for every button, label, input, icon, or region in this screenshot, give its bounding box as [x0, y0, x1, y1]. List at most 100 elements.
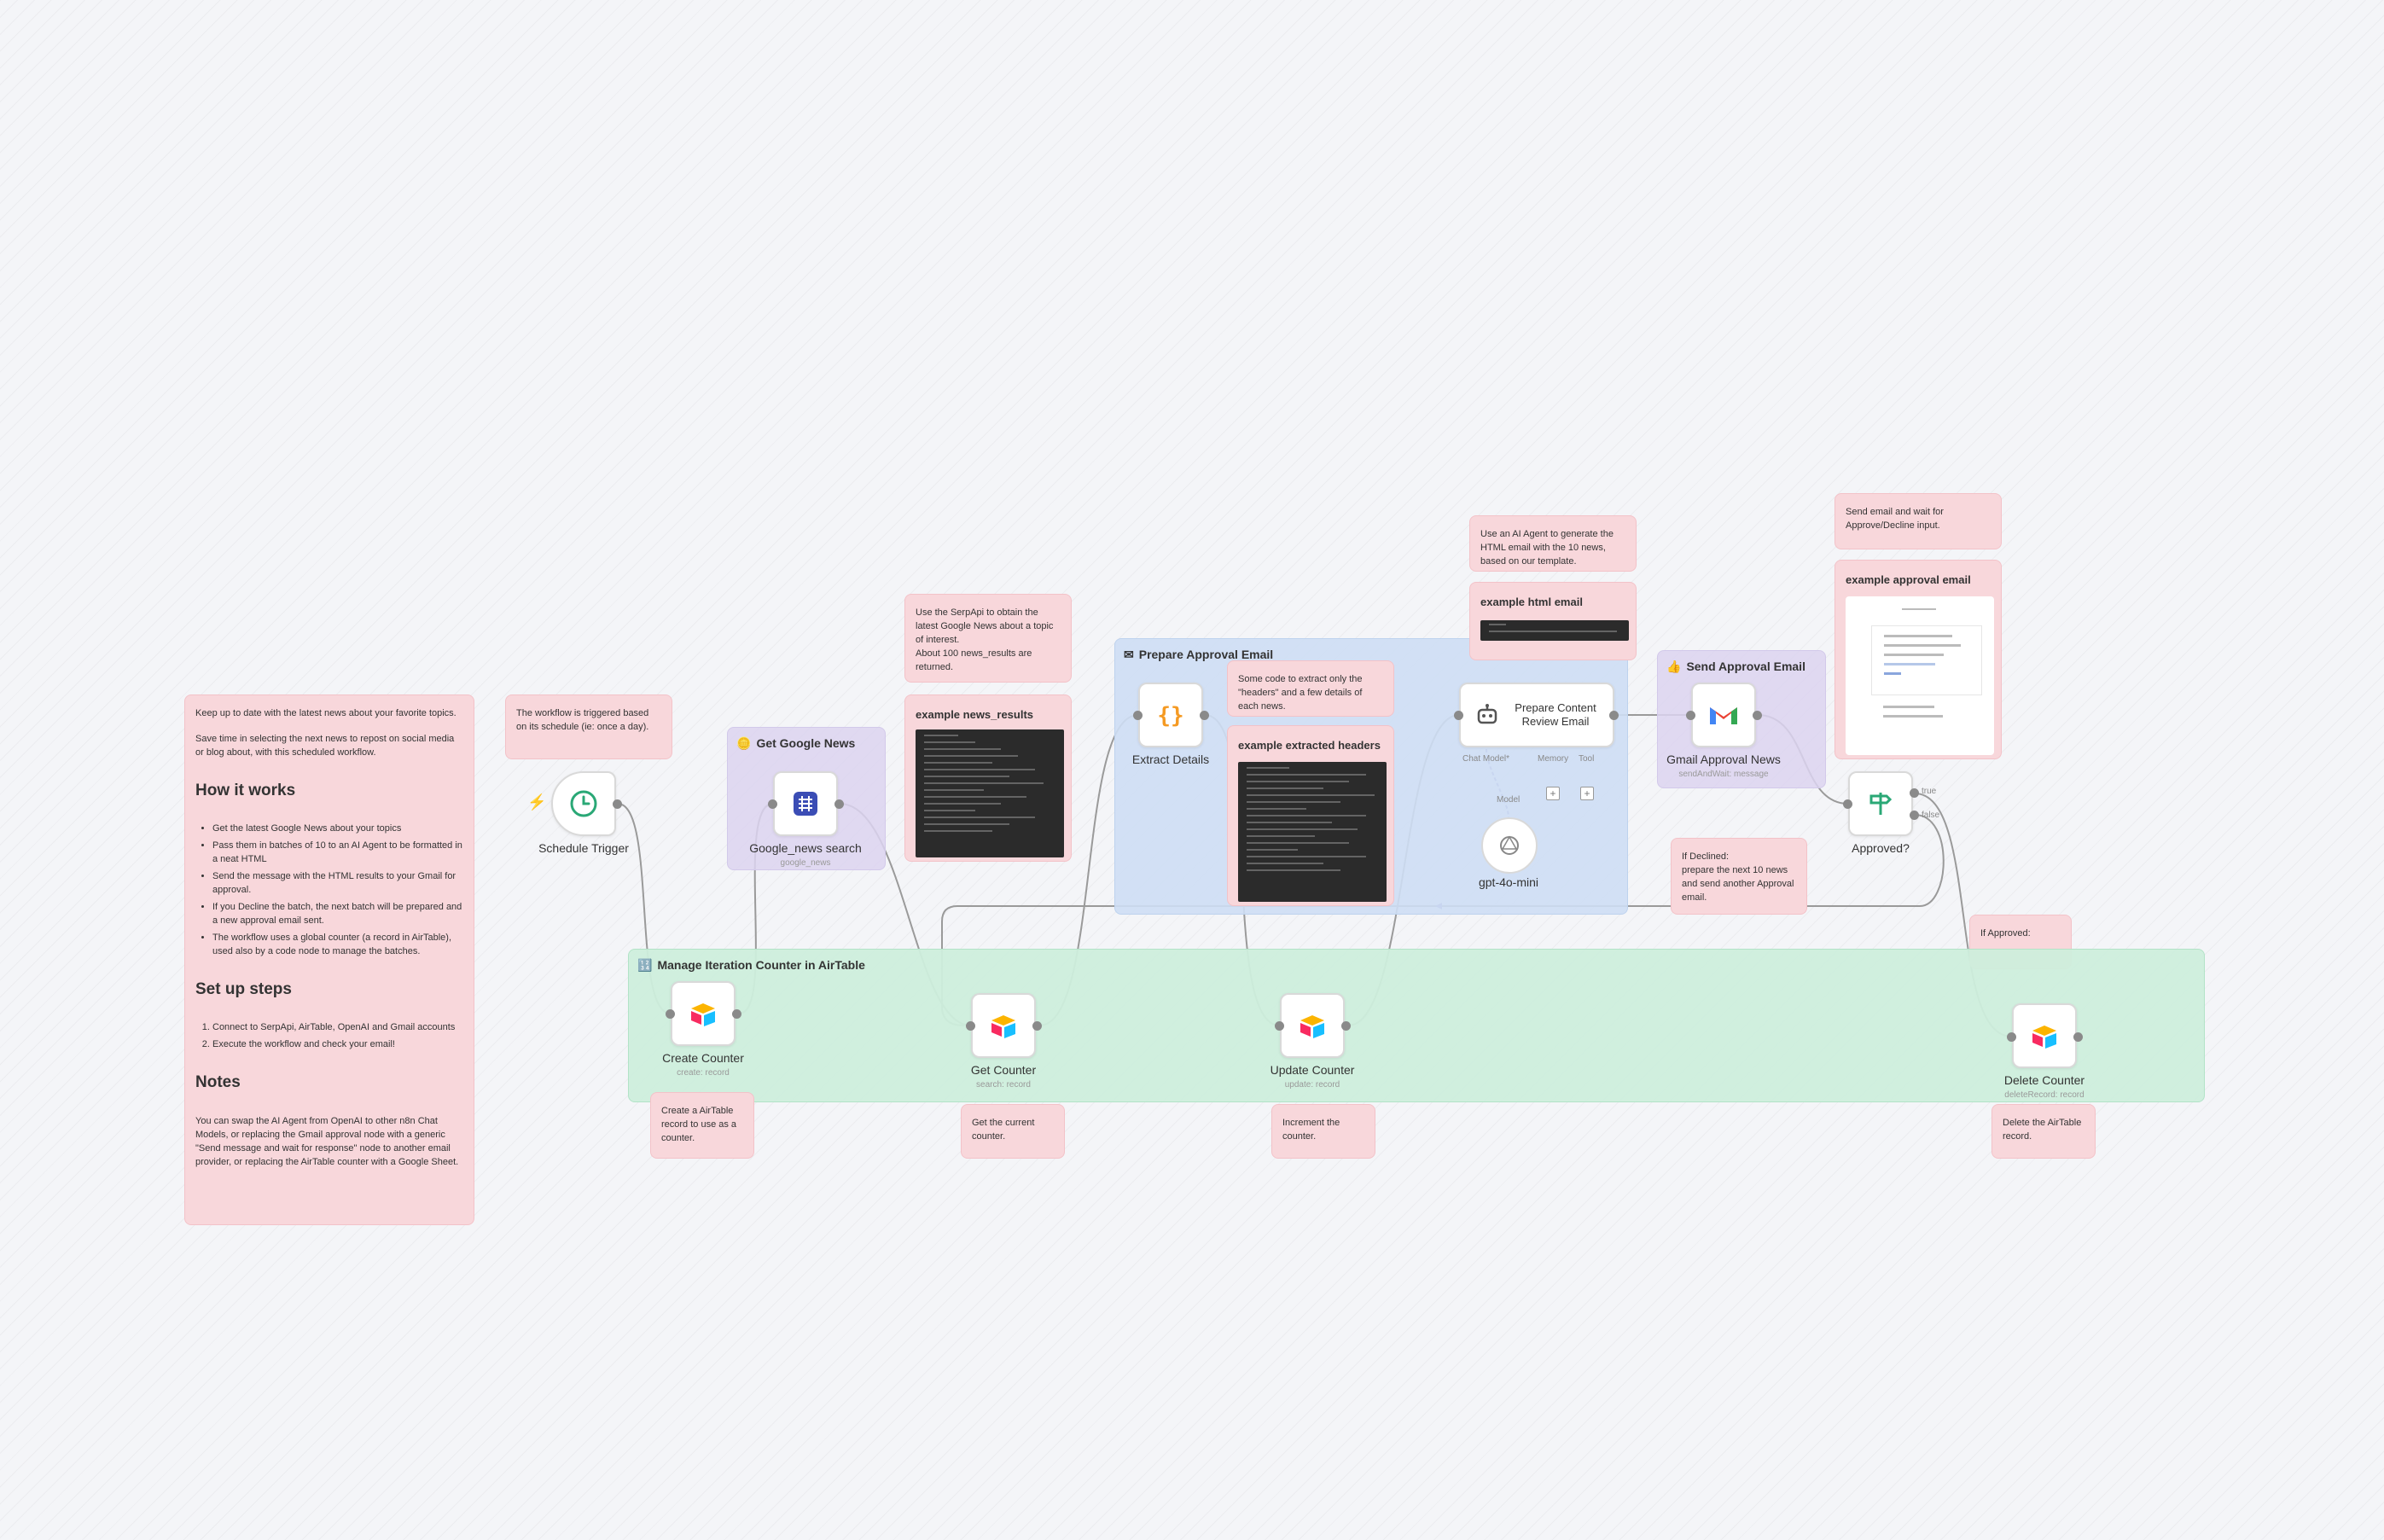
notes-text: You can swap the AI Agent from OpenAI to… [195, 1115, 459, 1167]
node-delete-counter[interactable] [2012, 1003, 2077, 1068]
node-prepare-content-review-email[interactable]: Prepare Content Review Email [1459, 683, 1614, 747]
input-port[interactable] [1275, 1021, 1284, 1031]
output-port[interactable] [1341, 1021, 1351, 1031]
openai-icon [1500, 835, 1519, 855]
sticky-declined-note[interactable]: If Declined: prepare the next 10 news an… [1671, 838, 1807, 915]
node-sub-update: update: record [1284, 1080, 1340, 1090]
thumbs-up-icon: 👍 [1666, 660, 1682, 673]
input-port[interactable] [1454, 711, 1463, 720]
sticky-intro[interactable]: Keep up to date with the latest news abo… [184, 694, 474, 1225]
news-results-title: example news_results [916, 708, 1034, 721]
output-port[interactable] [1200, 711, 1209, 720]
output-port[interactable] [1753, 711, 1762, 720]
sticky-trigger-note[interactable]: The workflow is triggered based on its s… [505, 694, 672, 759]
intro-para-2: Save time in selecting the next news to … [195, 733, 455, 758]
node-label-extract: Extract Details [1131, 753, 1210, 766]
sticky-html-email[interactable]: example html email [1469, 582, 1637, 660]
group-manage-iteration-counter[interactable]: 🔢Manage Iteration Counter in AirTable [628, 949, 2205, 1102]
list-item: Send the message with the HTML results t… [212, 870, 463, 898]
input-port[interactable] [768, 799, 777, 809]
sticky-extracted-headers[interactable]: example extracted headers [1227, 725, 1394, 906]
input-port[interactable] [966, 1021, 975, 1031]
curly-braces-icon: {} [1157, 703, 1183, 729]
output-port[interactable] [1032, 1021, 1042, 1031]
model-link-label: Model [1497, 795, 1521, 805]
list-item: If you Decline the batch, the next batch… [212, 901, 463, 928]
agent-chat-model-label: Chat Model* [1462, 754, 1510, 764]
coin-icon: 🪙 [736, 736, 752, 750]
approved-note-text: If Approved: [1980, 928, 2031, 939]
sticky-get-note[interactable]: Get the current counter. [961, 1104, 1065, 1159]
group-title-prepare: Prepare Approval Email [1138, 648, 1274, 661]
news-results-screenshot [916, 729, 1064, 857]
node-label-approved: Approved? [1852, 841, 1910, 855]
output-port[interactable] [613, 799, 622, 809]
agent-note-text: Use an AI Agent to generate the HTML ema… [1480, 529, 1614, 567]
list-item: Get the latest Google News about your to… [212, 822, 463, 836]
node-update-counter[interactable] [1280, 993, 1345, 1058]
input-port[interactable] [1133, 711, 1143, 720]
sticky-delete-note[interactable]: Delete the AirTable record. [1992, 1104, 2096, 1159]
node-label-gpt: gpt-4o-mini [1478, 875, 1539, 889]
node-sub-create: create: record [677, 1068, 730, 1078]
node-label-create: Create Counter [662, 1051, 744, 1065]
envelope-icon: ✉ [1124, 648, 1134, 661]
create-note-text: Create a AirTable record to use as a cou… [661, 1106, 737, 1143]
output-port[interactable] [1609, 711, 1619, 720]
sticky-news-results[interactable]: example news_results [904, 694, 1072, 862]
robot-icon [1477, 704, 1497, 724]
sticky-approval-email[interactable]: example approval email [1835, 560, 2002, 759]
add-memory-button[interactable]: + [1546, 787, 1560, 800]
extracted-headers-title: example extracted headers [1238, 739, 1381, 752]
output-port[interactable] [834, 799, 844, 809]
node-label-get: Get Counter [970, 1063, 1037, 1077]
setup-steps-list: Connect to SerpApi, AirTable, OpenAI and… [195, 1021, 463, 1052]
input-port[interactable] [666, 1009, 675, 1019]
sticky-agent-note[interactable]: Use an AI Agent to generate the HTML ema… [1469, 515, 1637, 572]
airtable-icon [991, 1015, 1015, 1038]
how-it-works-list: Get the latest Google News about your to… [195, 822, 463, 958]
approval-email-title: example approval email [1846, 573, 1971, 586]
node-approved[interactable] [1848, 771, 1913, 836]
node-google-news-search[interactable] [773, 771, 838, 836]
node-get-counter[interactable] [971, 993, 1036, 1058]
sticky-create-note[interactable]: Create a AirTable record to use as a cou… [650, 1092, 754, 1159]
node-sub-get: search: record [976, 1080, 1031, 1090]
node-label-schedule: Schedule Trigger [538, 841, 629, 855]
airtable-icon [691, 1003, 715, 1026]
sticky-update-note[interactable]: Increment the counter. [1271, 1104, 1375, 1159]
sticky-serp-note[interactable]: Use the SerpApi to obtain the latest Goo… [904, 594, 1072, 683]
html-email-title: example html email [1480, 596, 1583, 608]
node-gpt-4o-mini[interactable] [1481, 817, 1538, 874]
input-port[interactable] [1843, 799, 1852, 809]
node-create-counter[interactable] [671, 981, 736, 1046]
node-sub-gmail: sendAndWait: message [1678, 770, 1769, 779]
add-tool-button[interactable]: + [1580, 787, 1594, 800]
approval-email-screenshot [1846, 596, 1994, 755]
intro-para-1: Keep up to date with the latest news abo… [195, 708, 456, 718]
signpost-icon [1869, 793, 1893, 815]
how-it-works-heading: How it works [195, 781, 296, 799]
get-note-text: Get the current counter. [972, 1118, 1035, 1142]
node-label-gmail: Gmail Approval News [1666, 753, 1781, 766]
airtable-icon [1300, 1015, 1324, 1038]
output-port[interactable] [2073, 1032, 2083, 1042]
node-sub-delete: deleteRecord: record [2004, 1090, 2085, 1100]
group-title-counter: Manage Iteration Counter in AirTable [657, 958, 865, 972]
output-port[interactable] [732, 1009, 741, 1019]
extracted-headers-screenshot [1238, 762, 1387, 902]
node-gmail-approval-news[interactable] [1691, 683, 1756, 747]
sticky-extract-note[interactable]: Some code to extract only the "headers" … [1227, 660, 1394, 717]
declined-note-text: If Declined: prepare the next 10 news an… [1682, 851, 1794, 903]
sticky-approval-note[interactable]: Send email and wait for Approve/Decline … [1835, 493, 2002, 549]
true-branch-label: true [1922, 787, 1937, 796]
output-port-false[interactable] [1910, 811, 1919, 820]
input-port[interactable] [1686, 711, 1695, 720]
node-schedule-trigger[interactable] [551, 771, 616, 836]
input-port[interactable] [2007, 1032, 2016, 1042]
output-port-true[interactable] [1910, 788, 1919, 798]
list-item: Connect to SerpApi, AirTable, OpenAI and… [212, 1021, 463, 1035]
node-label-update: Update Counter [1270, 1063, 1355, 1077]
node-extract-details[interactable]: {} [1138, 683, 1203, 747]
